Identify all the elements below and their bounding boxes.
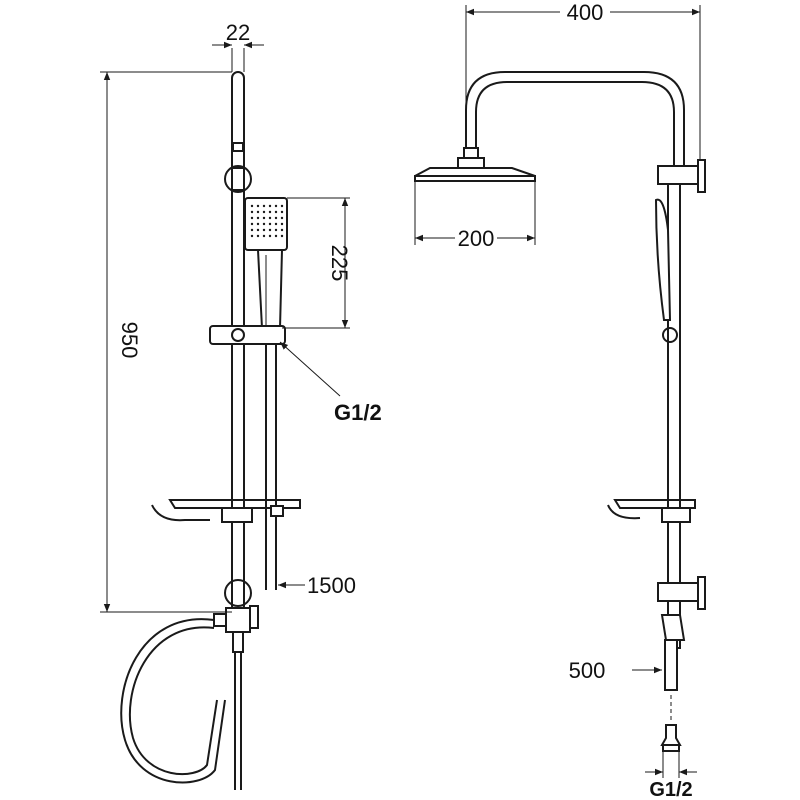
nozzle-dot — [256, 204, 260, 208]
nozzle-dot — [262, 222, 266, 226]
dim-head-width: 200 — [414, 181, 536, 251]
nozzle-dot — [250, 216, 254, 220]
nozzle-dot — [250, 210, 254, 214]
nozzle-dot — [274, 228, 278, 232]
nozzle-dot — [250, 234, 254, 238]
dim-pipe-length: 500 — [569, 658, 662, 683]
nozzle-dot — [268, 204, 272, 208]
nozzle-dot — [274, 222, 278, 226]
right-rail — [607, 159, 706, 752]
thread-callout-left: G1/2 — [279, 341, 382, 425]
dim-hand-shower: 225 — [282, 197, 352, 329]
nozzle-dot — [262, 228, 266, 232]
dim-total-height: 950 — [100, 71, 232, 613]
nozzle-dot — [280, 216, 284, 220]
nozzle-dot — [280, 234, 284, 238]
nozzle-dot — [274, 204, 278, 208]
g12-label-left: G1/2 — [334, 400, 382, 425]
nozzle-dot — [268, 210, 272, 214]
nozzle-dot — [262, 204, 266, 208]
nozzle-dot — [280, 204, 284, 208]
dim-22-label: 22 — [226, 20, 250, 45]
nozzle-dot — [256, 234, 260, 238]
dim-arm-reach: 400 — [465, 0, 701, 160]
nozzle-dot — [262, 210, 266, 214]
dim-hose-length: 1500 — [278, 573, 356, 598]
dim-500-label: 500 — [569, 658, 606, 683]
nozzle-dot — [274, 216, 278, 220]
nozzle-dot — [280, 228, 284, 232]
nozzle-dot — [280, 210, 284, 214]
dim-rail-width: 22 — [212, 20, 264, 72]
dim-950-label: 950 — [117, 322, 142, 359]
nozzle-dot — [268, 228, 272, 232]
nozzle-dot — [250, 228, 254, 232]
g12-label-right: G1/2 — [649, 779, 692, 800]
dim-400-label: 400 — [567, 0, 604, 25]
nozzle-dot — [256, 216, 260, 220]
nozzle-dot — [250, 204, 254, 208]
nozzle-dot — [280, 222, 284, 226]
nozzle-dot — [268, 222, 272, 226]
nozzle-dot — [262, 234, 266, 238]
nozzle-dot — [268, 216, 272, 220]
nozzle-dot — [274, 234, 278, 238]
shower-hose — [120, 618, 226, 784]
overhead-arm — [465, 71, 685, 168]
diverter-valve — [213, 605, 259, 790]
nozzle-dot — [274, 210, 278, 214]
nozzle-dot — [256, 228, 260, 232]
rain-shower-head — [414, 147, 536, 182]
soap-shelf — [151, 499, 301, 523]
dim-1500-label: 1500 — [307, 573, 356, 598]
nozzle-dot — [262, 216, 266, 220]
nozzle-dot — [250, 222, 254, 226]
dim-thread-right: G1/2 — [645, 751, 697, 800]
nozzle-dot — [256, 210, 260, 214]
dim-225-label: 225 — [327, 245, 352, 282]
hand-shower — [244, 197, 288, 329]
nozzle-dot — [268, 234, 272, 238]
nozzle-dot — [256, 222, 260, 226]
shower-holder — [209, 325, 286, 590]
dim-200-label: 200 — [458, 226, 495, 251]
